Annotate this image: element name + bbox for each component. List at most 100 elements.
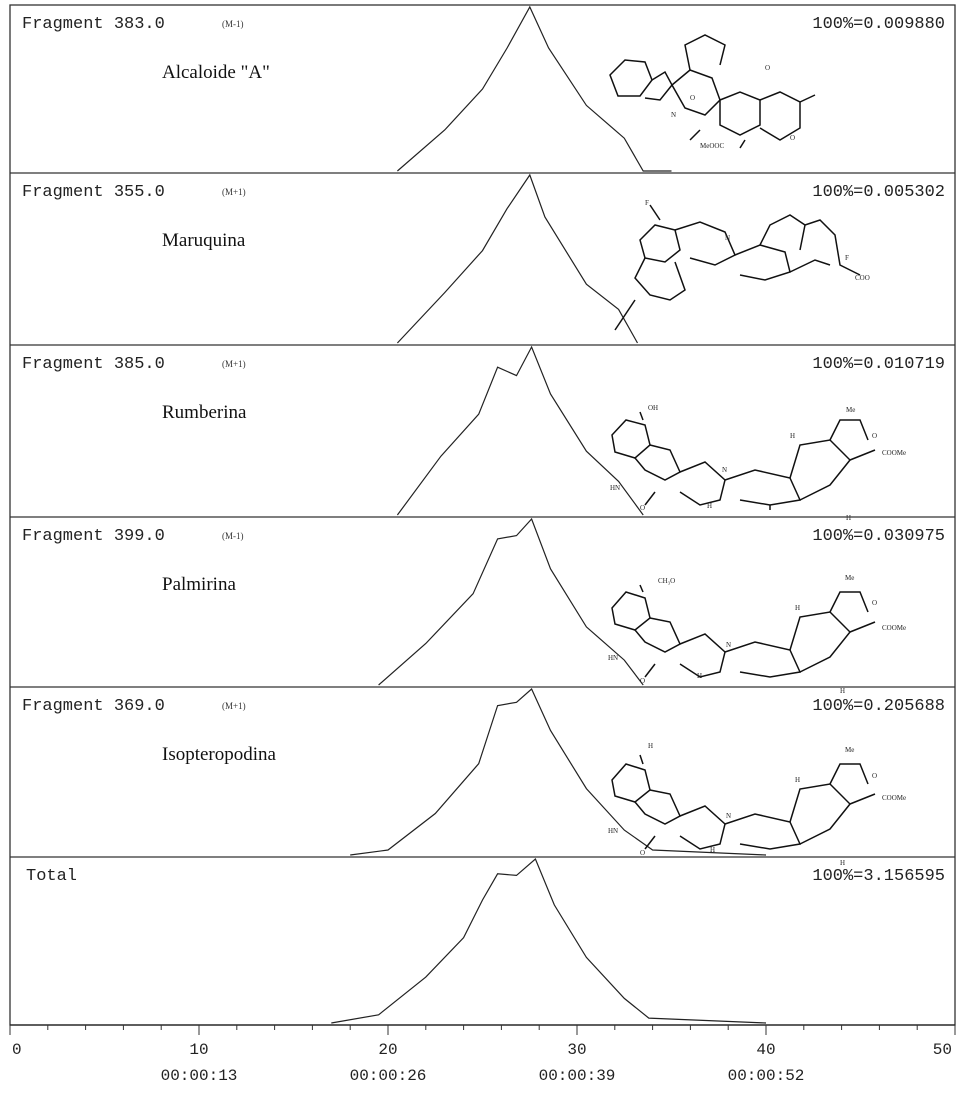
panel-4-structure-bond (679, 633, 726, 678)
panel-2-structure-bond (614, 299, 636, 331)
panel-5-structure-atom: N (726, 812, 731, 820)
x-tick-label: 20 (378, 1041, 397, 1059)
panel-1-trace-line (397, 5, 672, 172)
panel-5-structure-bond (634, 789, 681, 825)
panel-4-structure-atom: O (872, 599, 877, 607)
panel-3-fragment-label: Fragment 385.0 (22, 355, 165, 374)
panel-4-compound-name: Palmirina (162, 574, 236, 595)
panel-5-trace-line (350, 688, 767, 856)
panel-5-compound-name: Isopteropodina (162, 744, 277, 765)
panel-2-structure-bond (734, 244, 791, 281)
panel-4-structure-atom: H (697, 672, 702, 680)
panel-5-scale-label: 100%=0.205688 (812, 697, 945, 716)
panel-5-structure-atom: O (640, 849, 645, 857)
panel-2-structure-bond (759, 214, 806, 251)
panel-4-trace-line (378, 517, 644, 686)
panel-3-structure-bond (849, 449, 876, 461)
panel-4-ion-label: (M-1) (222, 531, 244, 541)
panel-5-structure-bond (611, 763, 651, 803)
panel-5-structure-bond (644, 835, 656, 850)
panel-1-structure-bond (719, 91, 761, 136)
panel-5-structure-atom: HN (608, 827, 618, 835)
panel-1-structure-bond (759, 91, 801, 141)
x-tick-label: 40 (756, 1041, 775, 1059)
panel-2-structure-bond (789, 259, 831, 273)
x-tick-label: 30 (567, 1041, 586, 1059)
panel-4-structure-bond (789, 611, 852, 673)
panel-5: Fragment 369.0(M+1)100%=0.205688Isoptero… (10, 686, 955, 867)
panel-1-structure-bond (609, 59, 653, 97)
panel-3-structure-bond (829, 419, 869, 441)
panel-4-structure-atom: CH₃O (658, 577, 675, 585)
panel-4-fragment-label: Fragment 399.0 (22, 527, 165, 546)
panel-3-structure-atom: O (872, 432, 877, 440)
panel-1-compound-name: Alcaloide "A" (162, 62, 270, 83)
panel-5-structure-bond (829, 763, 869, 785)
x-tick-label: 10 (189, 1041, 208, 1059)
panel-1-structure-bond (689, 129, 701, 141)
panel-4-structure-bond (724, 641, 802, 678)
panel-3-structure-bond (724, 469, 802, 506)
panel-2-ion-label: (M+1) (222, 187, 246, 197)
x-time-label: 00:00:39 (539, 1067, 616, 1085)
panel-3-structure-atom: N (722, 466, 727, 474)
panel-5-structure-bond (789, 783, 852, 845)
panel-5-structure-bond (679, 805, 726, 850)
panel-1-structure-bond (739, 139, 746, 149)
panel-2-structure-atom: F (645, 199, 649, 207)
panel-2-structure-bond (649, 204, 661, 221)
panel-5-structure-atom: H (710, 846, 715, 854)
panel-4: Fragment 399.0(M-1)100%=0.030975Palmirin… (10, 516, 955, 695)
panel-total-scale-label: 100%=3.156595 (812, 867, 945, 886)
panel-total-trace-line (331, 857, 767, 1024)
panel-4-structure-atom: Me (845, 574, 854, 582)
panel-2-structure-atom: F (845, 254, 849, 262)
panel-1-scale-label: 100%=0.009880 (812, 15, 945, 34)
panel-4-structure-atom: HN (608, 654, 618, 662)
panel-1-structure-bond (644, 70, 673, 101)
panel-1-structure-bond (799, 94, 816, 103)
panel-4-structure-atom: N (726, 641, 731, 649)
panel-3-ion-label: (M+1) (222, 359, 246, 369)
panel-4-structure-atom: O (640, 677, 645, 685)
panel-3-trace-line (396, 345, 644, 516)
panel-5-structure-atom: Me (845, 746, 854, 754)
panel-2-scale-label: 100%=0.005302 (812, 183, 945, 202)
panel-total: Total 100%=3.156595 (10, 856, 955, 1024)
panel-1-structure-bond (684, 34, 726, 71)
panel-5-fragment-label: Fragment 369.0 (22, 697, 165, 716)
panel-3: Fragment 385.0(M+1)100%=0.010719Rumberin… (10, 344, 955, 522)
panel-2: Fragment 355.0(M+1)100%=0.005302Maruquin… (10, 172, 955, 344)
x-time-label: 00:00:26 (350, 1067, 427, 1085)
panel-5-structure-atom: H (648, 742, 653, 750)
panel-2-trace-line (396, 173, 639, 344)
panel-4-structure-atom: H (840, 687, 845, 695)
panel-4-structure-bond (644, 663, 656, 678)
panel-3-structure-bond (611, 419, 651, 459)
panel-5-structure-bond (724, 813, 802, 850)
panel-2-structure-atom: COO (855, 274, 870, 282)
panel-3-structure-bond (639, 411, 644, 421)
panel-2-structure-bond (639, 224, 681, 263)
panel-4-structure-atom: H (795, 604, 800, 612)
x-time-label: 00:00:13 (161, 1067, 238, 1085)
panel-1-ion-label: (M-1) (222, 19, 244, 29)
panel-2-structure-bond (804, 219, 861, 276)
panel-2-structure-bond (634, 257, 686, 301)
panel-3-structure-atom: HN (610, 484, 620, 492)
x-tick-label: 0 (12, 1041, 22, 1059)
panel-4-structure-bond (829, 591, 869, 613)
panel-3-structure-atom: H (846, 514, 851, 522)
panel-1-structure-atom: O (765, 64, 770, 72)
panel-2-fragment-label: Fragment 355.0 (22, 183, 165, 202)
panel-total-fragment-label: Total (26, 867, 77, 886)
panel-3-structure-atom: Me (846, 406, 855, 414)
panel-5-structure-atom: COOMe (882, 794, 906, 802)
panel-1-structure-atom: MeOOC (700, 142, 724, 150)
panel-5-structure-atom: H (795, 776, 800, 784)
panel-5-structure-atom: H (840, 859, 845, 867)
